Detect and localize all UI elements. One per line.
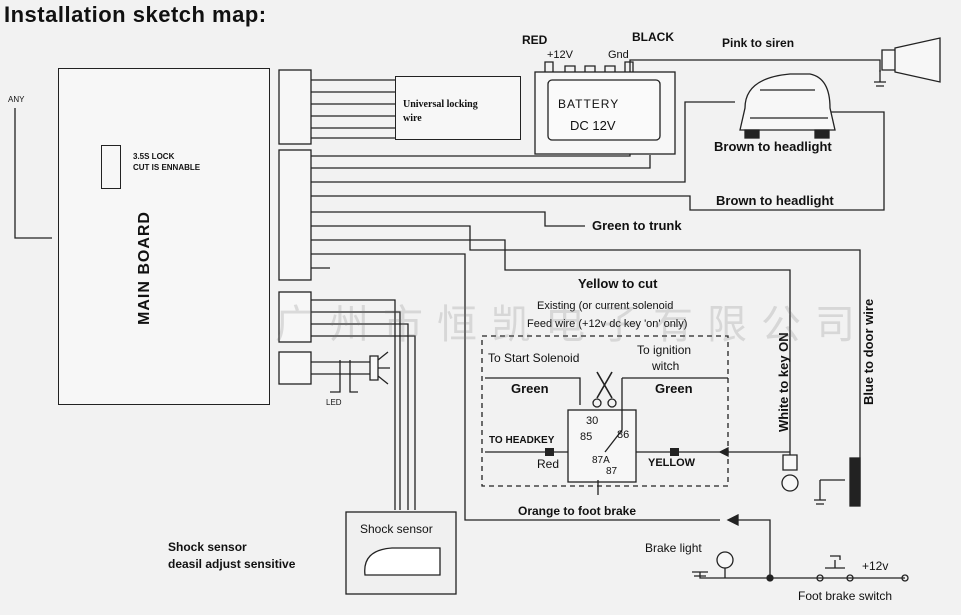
plus12-label: +12v (862, 559, 889, 573)
connector-main (278, 149, 312, 281)
page-title: Installation sketch map: (4, 2, 267, 27)
connector-top (278, 69, 312, 145)
locking-line2: wire (403, 113, 422, 124)
to-ignition-line1: To ignition (637, 343, 692, 357)
antenna-wire (14, 108, 52, 239)
wire-cut (311, 253, 720, 521)
foot-switch-label: Foot brake switch (798, 589, 893, 603)
key-on-plug (781, 440, 799, 492)
wire-headlight-1 (311, 101, 735, 183)
main-board-label: MAIN BOARD (136, 211, 153, 325)
pin-87: 87 (606, 466, 618, 477)
locking-line1: Universal locking (403, 99, 478, 110)
trunk-label: Green to trunk (592, 218, 682, 233)
scissors (596, 371, 613, 399)
wire-door (311, 225, 861, 500)
wire-battery (311, 155, 651, 169)
battery-name: BATTERY (558, 97, 620, 111)
connector-small-2 (278, 351, 312, 385)
to-start-label: To Start Solenoid (488, 351, 580, 365)
pin-86: 86 (617, 429, 630, 441)
main-board (58, 68, 270, 405)
battery-voltage: DC 12V (570, 118, 616, 133)
wire-headlight-2 (311, 111, 885, 211)
battery-black-label: BLACK (632, 30, 674, 44)
to-ignition-line2: witch (652, 359, 680, 373)
watermark: 广州市恒凯电子有限公司 (275, 302, 869, 348)
wire-siren (311, 59, 881, 157)
brake-light-label: Brake light (645, 541, 702, 555)
pin-87a: 87A (592, 455, 610, 466)
solenoid-note-line1: Existing (or current solenoid (537, 300, 674, 312)
led-symbol (369, 351, 390, 385)
battery-plus-label: +12V (547, 49, 573, 61)
battery-red-label: RED (522, 33, 548, 47)
pin-30: 30 (586, 415, 599, 427)
universal-locking-box (395, 76, 521, 140)
lock-indicator (101, 145, 121, 189)
headlight-label-2: Brown to headlight (716, 193, 834, 208)
shock-note-line2: deasil adjust sensitive (168, 557, 296, 571)
shock-note-line1: Shock sensor (168, 540, 247, 554)
antenna-label: ANY (8, 95, 25, 104)
lock-note-line1: 3.5S LOCK (133, 152, 175, 161)
green-left-label: Green (511, 381, 549, 396)
relay-box (567, 409, 637, 483)
siren-label: Pink to siren (722, 36, 795, 50)
headlight-label-1: Brown to headlight (714, 139, 832, 154)
wire-trunk (311, 211, 585, 227)
to-headkey-label: TO HEADKEY (489, 435, 555, 446)
wire-key-on (311, 239, 791, 440)
cut-label: Yellow to cut (578, 276, 658, 291)
green-right-label: Green (655, 381, 693, 396)
red-label: Red (537, 457, 560, 471)
yellow-label: YELLOW (648, 457, 696, 469)
siren-horn (881, 37, 941, 83)
lock-note-line2: CUT IS ENNABLE (133, 163, 201, 172)
battery-gnd-label: Gnd (608, 49, 629, 61)
car-outline (739, 73, 836, 131)
led-label: LED (326, 398, 342, 407)
connector-small-1 (278, 291, 312, 343)
shock-box-label: Shock sensor (360, 522, 433, 536)
orange-label: Orange to foot brake (518, 504, 637, 518)
door-switch (849, 457, 861, 507)
solenoid-note-line2: Feed wire (+12v dc key 'on' only) (527, 318, 688, 330)
pin-85: 85 (580, 431, 593, 443)
